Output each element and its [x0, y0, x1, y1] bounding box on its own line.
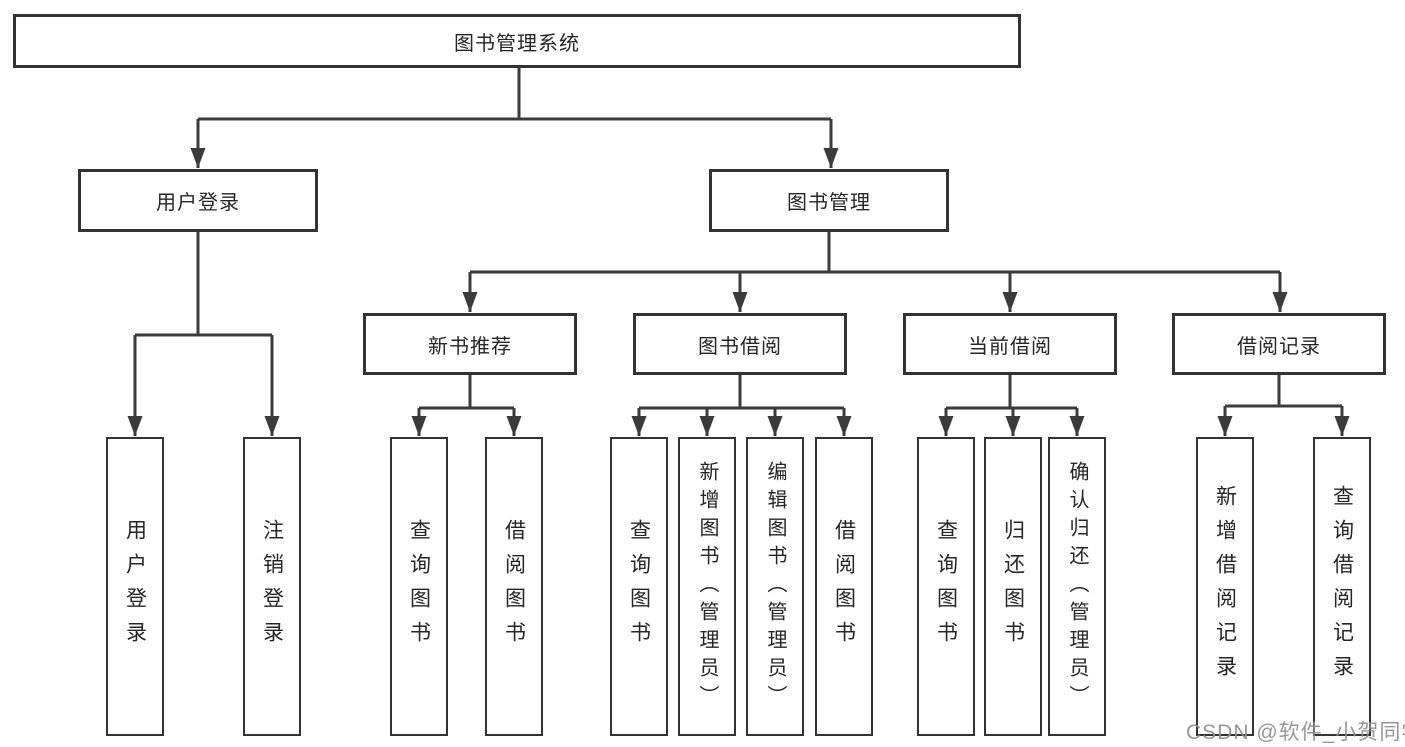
leaf-return-books: 归还图书	[984, 437, 1042, 736]
node-book-management-module: 图书管理	[709, 169, 949, 232]
leaf-label: 注销登录	[260, 518, 284, 655]
leaf-label: 确认归还（管理员）	[1066, 460, 1088, 713]
leaf-add-books-admin: 新增图书（管理员）	[678, 437, 736, 736]
node-label: 新书推荐	[428, 335, 512, 358]
node-book-borrowing: 图书借阅	[633, 313, 847, 375]
node-borrowing-records: 借阅记录	[1172, 313, 1386, 375]
node-new-book-recommend: 新书推荐	[363, 313, 577, 375]
leaf-label: 查询图书	[934, 518, 958, 655]
leaf-user-login: 用户登录	[106, 437, 164, 736]
leaf-label: 借阅图书	[502, 518, 526, 655]
leaf-confirm-return-admin: 确认归还（管理员）	[1048, 437, 1106, 736]
node-user-login-module: 用户登录	[78, 169, 318, 232]
node-label: 图书管理	[787, 192, 871, 214]
node-label: 用户登录	[156, 192, 240, 214]
node-root-label: 图书管理系统	[454, 32, 580, 55]
leaf-query-borrow-record: 查询借阅记录	[1313, 437, 1371, 736]
leaf-label: 归还图书	[1001, 518, 1025, 655]
node-label: 当前借阅	[968, 335, 1052, 358]
node-label: 借阅记录	[1237, 335, 1321, 358]
leaf-label: 查询图书	[627, 518, 651, 655]
csdn-watermark: CSDN @软件_小贺同学	[1186, 721, 1405, 744]
leaf-label: 借阅图书	[832, 518, 856, 655]
leaf-label: 编辑图书（管理员）	[764, 460, 786, 713]
leaf-borrow-books-borrowing: 借阅图书	[815, 437, 873, 736]
leaf-label: 查询图书	[407, 518, 431, 655]
leaf-logout: 注销登录	[243, 437, 301, 736]
leaf-borrow-books-recommend: 借阅图书	[485, 437, 543, 736]
leaf-label: 新增图书（管理员）	[696, 460, 718, 713]
leaf-label: 新增借阅记录	[1213, 484, 1237, 689]
leaf-query-books-recommend: 查询图书	[390, 437, 448, 736]
leaf-label: 用户登录	[123, 518, 147, 655]
node-label: 图书借阅	[698, 335, 782, 358]
leaf-add-borrow-record: 新增借阅记录	[1196, 437, 1254, 736]
leaf-query-books-borrowing: 查询图书	[610, 437, 668, 736]
node-root-system: 图书管理系统	[13, 14, 1021, 68]
leaf-query-books-current: 查询图书	[917, 437, 975, 736]
leaf-edit-books-admin: 编辑图书（管理员）	[746, 437, 804, 736]
leaf-label: 查询借阅记录	[1330, 484, 1354, 689]
node-current-borrowing: 当前借阅	[903, 313, 1117, 375]
